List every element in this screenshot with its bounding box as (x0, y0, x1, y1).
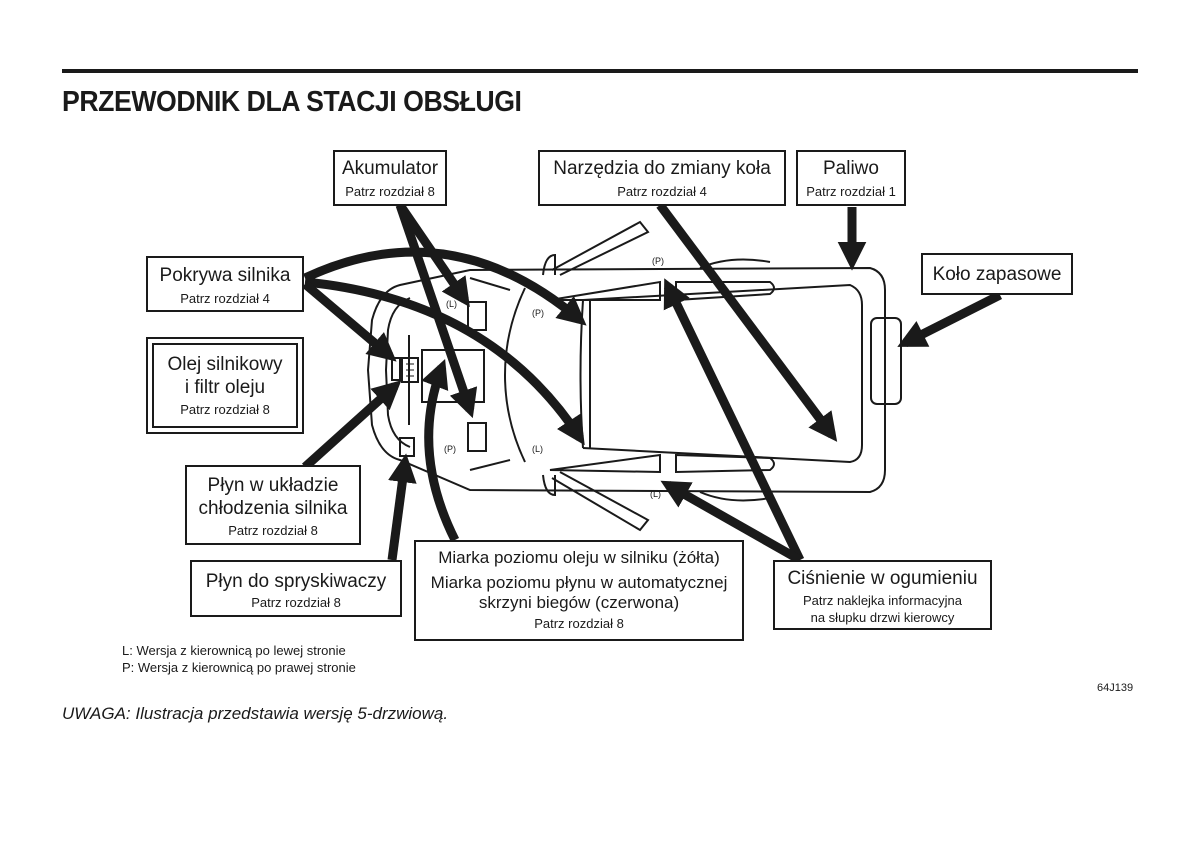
callout-pokrywa-silnika: Pokrywa silnika Patrz rozdział 4 (146, 256, 304, 312)
spryskiwacze-heading: Płyn do spryskiwaczy (205, 571, 387, 592)
callout-cisnienie: Ciśnienie w ogumieniu Patrz naklejka inf… (773, 560, 992, 630)
narzedzia-heading: Narzędzia do zmiany koła (553, 158, 771, 179)
spryskiwacze-ref: Patrz rozdział 8 (251, 595, 341, 610)
narzedzia-ref: Patrz rozdział 4 (617, 184, 707, 199)
cisnienie-ref-line1: Patrz naklejka informacyjna (803, 593, 962, 608)
plyn-chlodzenia-line1: Płyn w układzie (207, 475, 339, 496)
arrow-pokrywa-1 (303, 247, 587, 326)
legend-left: L: Wersja z kierownicą po lewej stronie (122, 643, 346, 658)
miarka-line1: Miarka poziomu oleju w silniku (żółta) (438, 548, 720, 567)
legend-right: P: Wersja z kierownicą po prawej stronie (122, 660, 356, 675)
page-title: PRZEWODNIK DLA STACJI OBSŁUGI (62, 86, 522, 118)
olej-heading-line1: Olej silnikowy (167, 354, 283, 375)
callout-spryskiwacze: Płyn do spryskiwaczy Patrz rozdział 8 (190, 560, 402, 617)
top-rule (62, 69, 1138, 73)
arrow-narzedzia (656, 202, 838, 442)
pokrywa-heading: Pokrywa silnika (159, 265, 291, 286)
miarka-ref: Patrz rozdział 8 (534, 616, 624, 631)
olej-heading-line2: i filtr oleju (184, 377, 266, 398)
arrow-miarka (421, 358, 460, 543)
kolo-zapasowe-heading: Koło zapasowe (932, 264, 1062, 285)
tag-left-cabin: (L) (532, 444, 543, 454)
paliwo-ref: Patrz rozdział 1 (806, 184, 896, 199)
arrow-plyn-chlodzenia (301, 380, 402, 471)
callout-narzedzia: Narzędzia do zmiany koła Patrz rozdział … (538, 150, 786, 206)
tag-right-door: (P) (652, 256, 664, 266)
akumulator-heading: Akumulator (341, 158, 439, 179)
tag-right-battery: (P) (444, 444, 456, 454)
arrow-kolo-zapasowe (897, 290, 1003, 348)
callout-plyn-chlodzenia: Płyn w układzie chłodzenia silnika Patrz… (185, 465, 361, 545)
tag-left-door: (L) (650, 489, 661, 499)
arrow-cisnienie-2 (660, 480, 803, 564)
note: UWAGA: Ilustracja przedstawia wersję 5-d… (62, 704, 449, 723)
miarka-line3: skrzyni biegów (czerwona) (478, 593, 680, 612)
engine-radiator-grid (406, 363, 414, 377)
paliwo-heading: Paliwo (823, 158, 879, 179)
callout-akumulator: Akumulator Patrz rozdział 8 (333, 150, 447, 206)
callout-kolo-zapasowe: Koło zapasowe (921, 253, 1073, 295)
arrow-spryskiwacze (387, 453, 417, 561)
olej-ref: Patrz rozdział 8 (180, 402, 270, 417)
callout-miarka: Miarka poziomu oleju w silniku (żółta) M… (414, 540, 744, 641)
callout-olej-silnikowy: Olej silnikowy i filtr oleju Patrz rozdz… (146, 337, 304, 434)
callout-paliwo: Paliwo Patrz rozdział 1 (796, 150, 906, 206)
olej-inner-frame: Olej silnikowy i filtr oleju Patrz rozdz… (152, 343, 298, 428)
cisnienie-heading: Ciśnienie w ogumieniu (787, 568, 978, 589)
arrow-pokrywa-3 (302, 280, 397, 362)
legend: L: Wersja z kierownicą po lewej stronie … (122, 642, 356, 676)
plyn-chlodzenia-line2: chłodzenia silnika (198, 498, 348, 519)
tag-right-cabin: (P) (532, 308, 544, 318)
plyn-chlodzenia-ref: Patrz rozdział 8 (228, 523, 318, 538)
arrow-pokrywa-2 (304, 277, 585, 446)
tag-left-battery: (L) (446, 299, 457, 309)
arrow-akumulator-2 (395, 203, 478, 419)
cisnienie-ref-line2: na słupku drzwi kierowcy (810, 610, 955, 625)
pointer-arrows (301, 202, 1003, 564)
figure-code: 64J139 (1097, 682, 1134, 694)
pokrywa-ref: Patrz rozdział 4 (180, 291, 270, 306)
miarka-line2: Miarka poziomu płynu w automatycznej (430, 573, 728, 592)
akumulator-ref: Patrz rozdział 8 (345, 184, 435, 199)
arrow-cisnienie-1 (663, 278, 805, 562)
